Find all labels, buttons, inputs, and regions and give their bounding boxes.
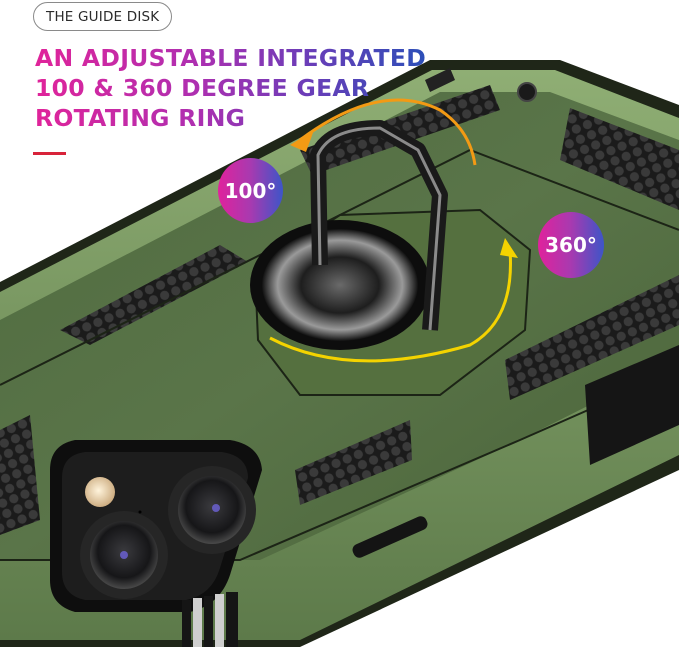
- badge-100-label: 100°: [224, 178, 277, 203]
- label-pill-text: THE GUIDE DISK: [46, 8, 160, 25]
- headline-line-3: ROTATING RING: [35, 104, 246, 132]
- badge-100-degree: 100°: [218, 158, 283, 223]
- headline-line-2: 100 & 360 DEGREE GEAR: [35, 74, 370, 102]
- camera-flash: [85, 477, 115, 507]
- headline: AN ADJUSTABLE INTEGRATED 100 & 360 DEGRE…: [35, 43, 426, 133]
- badge-360-degree: 360°: [538, 212, 604, 278]
- badge-360-label: 360°: [545, 233, 597, 257]
- side-button-large: [585, 345, 679, 465]
- camera-lens-top: [178, 476, 246, 544]
- grip-strip-left: [60, 245, 248, 345]
- accent-dash: [33, 152, 66, 155]
- bottom-vents: [182, 592, 238, 647]
- rotating-disk: [262, 229, 418, 341]
- label-pill: THE GUIDE DISK: [33, 2, 173, 31]
- side-button: [352, 516, 428, 558]
- headline-line-1: AN ADJUSTABLE INTEGRATED: [35, 44, 427, 72]
